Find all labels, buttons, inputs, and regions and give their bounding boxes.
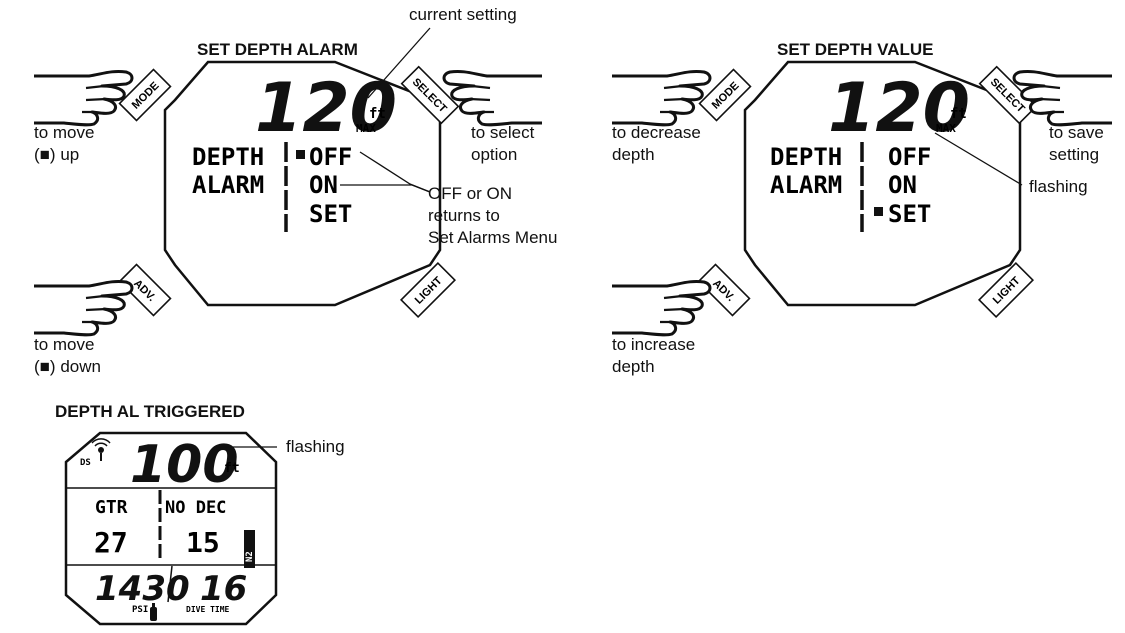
panel1-offon-note-line1: OFF or ON — [428, 184, 513, 203]
panel1-depth-digits: 120 — [255, 69, 397, 148]
panel3-watch: DS 100 ft GTR NO DEC 27 15 N2 1430 16 PS… — [64, 431, 278, 626]
panel2-select-hint-line1: to save — [1049, 123, 1104, 142]
panel3-n2-label: N2 — [245, 551, 255, 562]
panel2-hand-adv-icon — [610, 279, 712, 337]
panel1-hand-mode-icon — [32, 69, 134, 127]
panel1-select-hint-line1: to select — [471, 123, 535, 142]
panel2-mode-hint-line2: depth — [612, 145, 655, 164]
panel2-adv-hint-line1: to increase — [612, 335, 696, 354]
panel1-alarm-label: ALARM — [192, 171, 264, 199]
panel3-dive-time-value: 16 — [200, 569, 247, 609]
panel2-depth-label: DEPTH — [770, 143, 842, 171]
panel3-title: DEPTH AL TRIGGERED — [55, 402, 245, 421]
panel1-hand-adv-icon — [32, 279, 134, 337]
panel1-mode-hint-line1: to move — [34, 123, 95, 142]
panel2-unit: ft — [950, 106, 967, 122]
panel2-title: SET DEPTH VALUE — [777, 40, 934, 59]
transducer-icon — [91, 438, 111, 461]
panel3-dive-time-label: DIVE TIME — [186, 605, 230, 614]
panel2-depth-digits: 120 — [828, 69, 970, 148]
panel2-option-on: ON — [888, 171, 917, 199]
panel1-watch: 120 ft MAX DEPTH ALARM OFF ON SET — [163, 60, 442, 307]
panel3-ds-label: DS — [80, 458, 91, 468]
panel2-hand-select-icon — [1012, 69, 1114, 127]
panel2-max-label: MAX — [936, 122, 956, 135]
panel2-option-off: OFF — [888, 143, 931, 171]
panel1-select-hint-line2: option — [471, 145, 518, 164]
panel1-option-set: SET — [309, 200, 352, 228]
panel3-gtr-value: 27 — [94, 526, 128, 559]
panel3-unit: ft — [224, 461, 240, 476]
panel1-adv-hint-line1: to move — [34, 335, 95, 354]
panel1-current-setting-callout: current setting — [409, 5, 517, 24]
panel2-selection-marker — [874, 207, 883, 216]
panel1-selection-marker — [296, 150, 305, 159]
panel1-offon-note-line3: Set Alarms Menu — [428, 228, 558, 247]
panel2-alarm-label: ALARM — [770, 171, 842, 199]
panel1-adv-hint-line2: (■) down — [34, 357, 101, 376]
panel3-psi-label: PSI — [132, 605, 148, 615]
panel3-bezel — [64, 431, 278, 626]
panel3-nodec-label: NO DEC — [165, 498, 226, 518]
panel2-watch: 120 ft MAX DEPTH ALARM OFF ON SET — [743, 60, 1022, 307]
panel1-unit: ft — [369, 106, 386, 122]
panel2-select-hint-line2: setting — [1049, 145, 1100, 164]
panel1-max-label: MAX — [356, 122, 376, 135]
panel3-nodec-value: 15 — [186, 526, 220, 559]
panel2-adv-hint-line2: depth — [612, 357, 655, 376]
panel1-mode-hint-line2: (■) up — [34, 145, 80, 164]
panel3-depth-digits: 100 — [130, 435, 239, 495]
panel1-option-on: ON — [309, 171, 338, 199]
panel1-offon-note-line2: returns to — [428, 206, 500, 225]
panel3-flashing-callout: flashing — [286, 437, 345, 456]
panel3-gtr-label: GTR — [95, 497, 128, 518]
panel1-option-off: OFF — [309, 143, 352, 171]
panel2-option-set: SET — [888, 200, 931, 228]
panel1-hand-select-icon — [442, 69, 544, 127]
panel2-hand-mode-icon — [610, 69, 712, 127]
n2-bargraph — [244, 530, 255, 568]
panel1-depth-label: DEPTH — [192, 143, 264, 171]
panel2-flashing-callout: flashing — [1029, 177, 1088, 196]
panel3-pressure-value: 1430 — [95, 569, 190, 609]
panel1-title: SET DEPTH ALARM — [197, 40, 358, 59]
panel2-mode-hint-line1: to decrease — [612, 123, 701, 142]
tank-icon — [150, 603, 157, 621]
panel1-select-button[interactable]: SELECT — [400, 65, 460, 125]
